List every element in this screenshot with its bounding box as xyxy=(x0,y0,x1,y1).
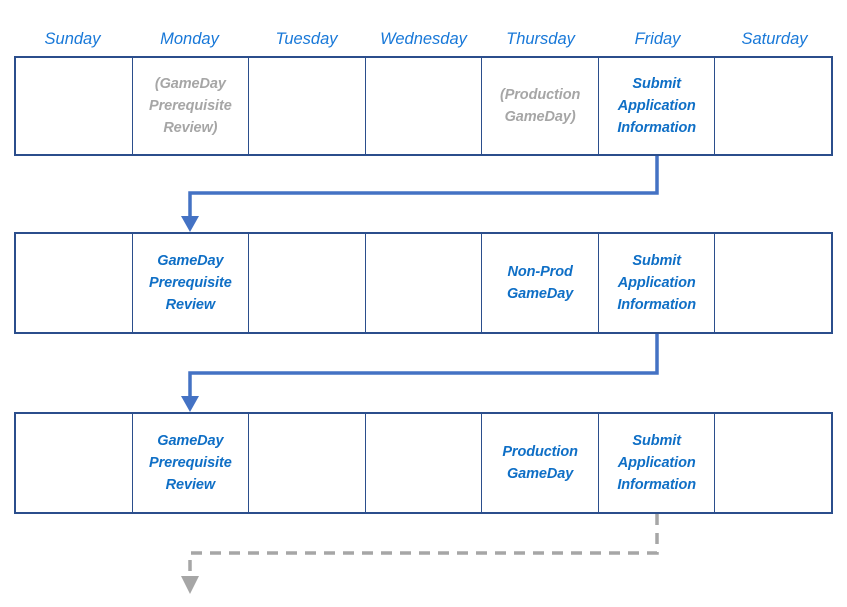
cell-w1-wednesday[interactable] xyxy=(366,58,483,154)
day-header-row: Sunday Monday Tuesday Wednesday Thursday… xyxy=(14,26,833,52)
connector-week2-to-week3-arrow xyxy=(181,334,659,412)
cell-w1-saturday[interactable] xyxy=(715,58,831,154)
cell-w1-thursday[interactable]: (Production GameDay) xyxy=(482,58,599,154)
connector-week1-to-week2-arrow xyxy=(181,156,659,232)
day-header-monday: Monday xyxy=(160,30,219,48)
cell-w2-wednesday[interactable] xyxy=(366,234,483,332)
day-header-friday: Friday xyxy=(634,30,681,48)
cell-w2-saturday[interactable] xyxy=(715,234,831,332)
week-row-1: (GameDay Prerequisite Review) (Productio… xyxy=(14,56,833,156)
cell-w1-monday[interactable]: (GameDay Prerequisite Review) xyxy=(133,58,250,154)
cell-w3-saturday[interactable] xyxy=(715,414,831,512)
cell-label: Production GameDay xyxy=(502,443,578,482)
cell-label: (GameDay Prerequisite Review) xyxy=(149,75,232,137)
cell-w3-thursday[interactable]: Production GameDay xyxy=(482,414,599,512)
day-header-tuesday: Tuesday xyxy=(275,30,338,48)
cell-w2-tuesday[interactable] xyxy=(249,234,366,332)
cell-w2-thursday[interactable]: Non-Prod GameDay xyxy=(482,234,599,332)
cell-label: Submit Application Information xyxy=(617,432,696,494)
cell-label: Non-Prod GameDay xyxy=(507,263,574,302)
cell-w3-sunday[interactable] xyxy=(16,414,133,512)
cell-w1-friday[interactable]: Submit Application Information xyxy=(599,58,716,154)
week-row-2: GameDay Prerequisite Review Non-Prod Gam… xyxy=(14,232,833,334)
cell-w1-tuesday[interactable] xyxy=(249,58,366,154)
day-header-sunday: Sunday xyxy=(44,30,101,48)
cell-w2-sunday[interactable] xyxy=(16,234,133,332)
cell-label: GameDay Prerequisite Review xyxy=(149,252,232,314)
cell-w3-tuesday[interactable] xyxy=(249,414,366,512)
cell-w3-wednesday[interactable] xyxy=(366,414,483,512)
day-header-thursday: Thursday xyxy=(506,30,575,48)
cell-w3-friday[interactable]: Submit Application Information xyxy=(599,414,716,512)
day-header-wednesday: Wednesday xyxy=(380,30,467,48)
cell-w3-monday[interactable]: GameDay Prerequisite Review xyxy=(133,414,250,512)
cell-label: Submit Application Information xyxy=(617,252,696,314)
cell-w2-friday[interactable]: Submit Application Information xyxy=(599,234,716,332)
cell-label: GameDay Prerequisite Review xyxy=(149,432,232,494)
cell-w2-monday[interactable]: GameDay Prerequisite Review xyxy=(133,234,250,332)
day-header-saturday: Saturday xyxy=(741,30,808,48)
week-row-3: GameDay Prerequisite Review Production G… xyxy=(14,412,833,514)
cell-label: (Production GameDay) xyxy=(499,86,581,125)
cell-w1-sunday[interactable] xyxy=(16,58,133,154)
cell-label: Submit Application Information xyxy=(617,75,696,137)
connector-week3-to-next-cycle-arrow xyxy=(181,514,659,594)
